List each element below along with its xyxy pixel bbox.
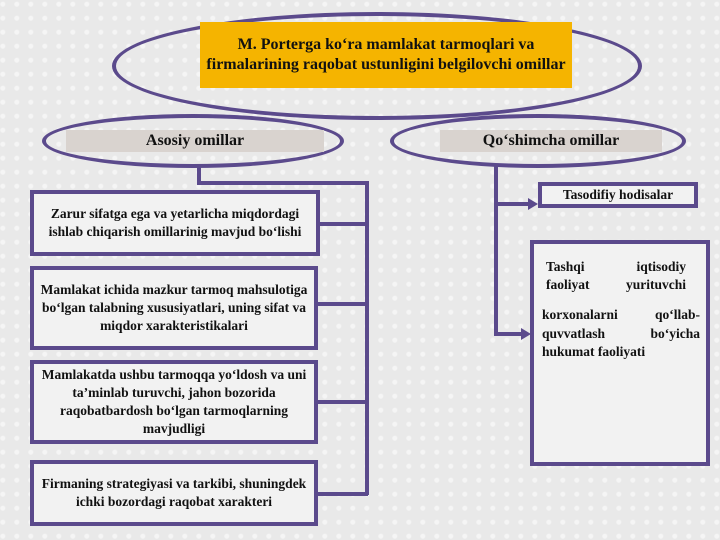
gov-text-line-4: quvvatlash bo‘yicha bbox=[542, 325, 700, 341]
gov-text-line-2: faoliyat yurituvchi bbox=[546, 277, 686, 293]
left-connector-top bbox=[197, 181, 369, 185]
extra-factors-ellipse bbox=[390, 114, 686, 168]
factor-box-strategy: Firmaning strategiyasi va tarkibi, shuni… bbox=[30, 460, 318, 526]
right-connector-vertical bbox=[494, 166, 498, 336]
left-branch-1 bbox=[318, 222, 368, 226]
factor-box-demand: Mamlakat ichida mazkur tarmoq mahsulotig… bbox=[30, 266, 318, 350]
gov-text-line-3: korxonalarni qo‘llab- bbox=[542, 307, 700, 323]
left-connector-vertical bbox=[365, 181, 369, 495]
title-ellipse bbox=[112, 12, 642, 120]
diagram-title: M. Porterga ko‘ra mamlakat tarmoqlari va… bbox=[200, 22, 572, 88]
right-branch-2 bbox=[494, 332, 522, 336]
arrow-to-random-events bbox=[528, 198, 538, 210]
main-factors-header: Asosiy omillar bbox=[66, 130, 324, 152]
factor-box-production: Zarur sifatga ega va yetarlicha miqdorda… bbox=[30, 190, 320, 256]
main-factors-ellipse bbox=[42, 114, 344, 168]
gov-text-line-1: Tashqi iqtisodiy bbox=[546, 259, 686, 274]
left-branch-4 bbox=[318, 492, 368, 496]
left-branch-3 bbox=[318, 400, 368, 404]
factor-box-related-industries: Mamlakatda ushbu tarmoqqa yo‘ldosh va un… bbox=[30, 360, 318, 444]
left-branch-2 bbox=[318, 302, 368, 306]
extra-factors-header: Qo‘shimcha omillar bbox=[440, 130, 662, 152]
left-connector-stem bbox=[197, 166, 201, 184]
gov-text-line-5: hukumat faoliyati bbox=[542, 343, 646, 359]
right-branch-1 bbox=[494, 202, 528, 206]
government-activity-box: Tashqi iqtisodiy faoliyat yurituvchi kor… bbox=[530, 240, 710, 466]
arrow-to-government bbox=[521, 328, 531, 340]
random-events-box: Tasodifiy hodisalar bbox=[538, 182, 698, 208]
